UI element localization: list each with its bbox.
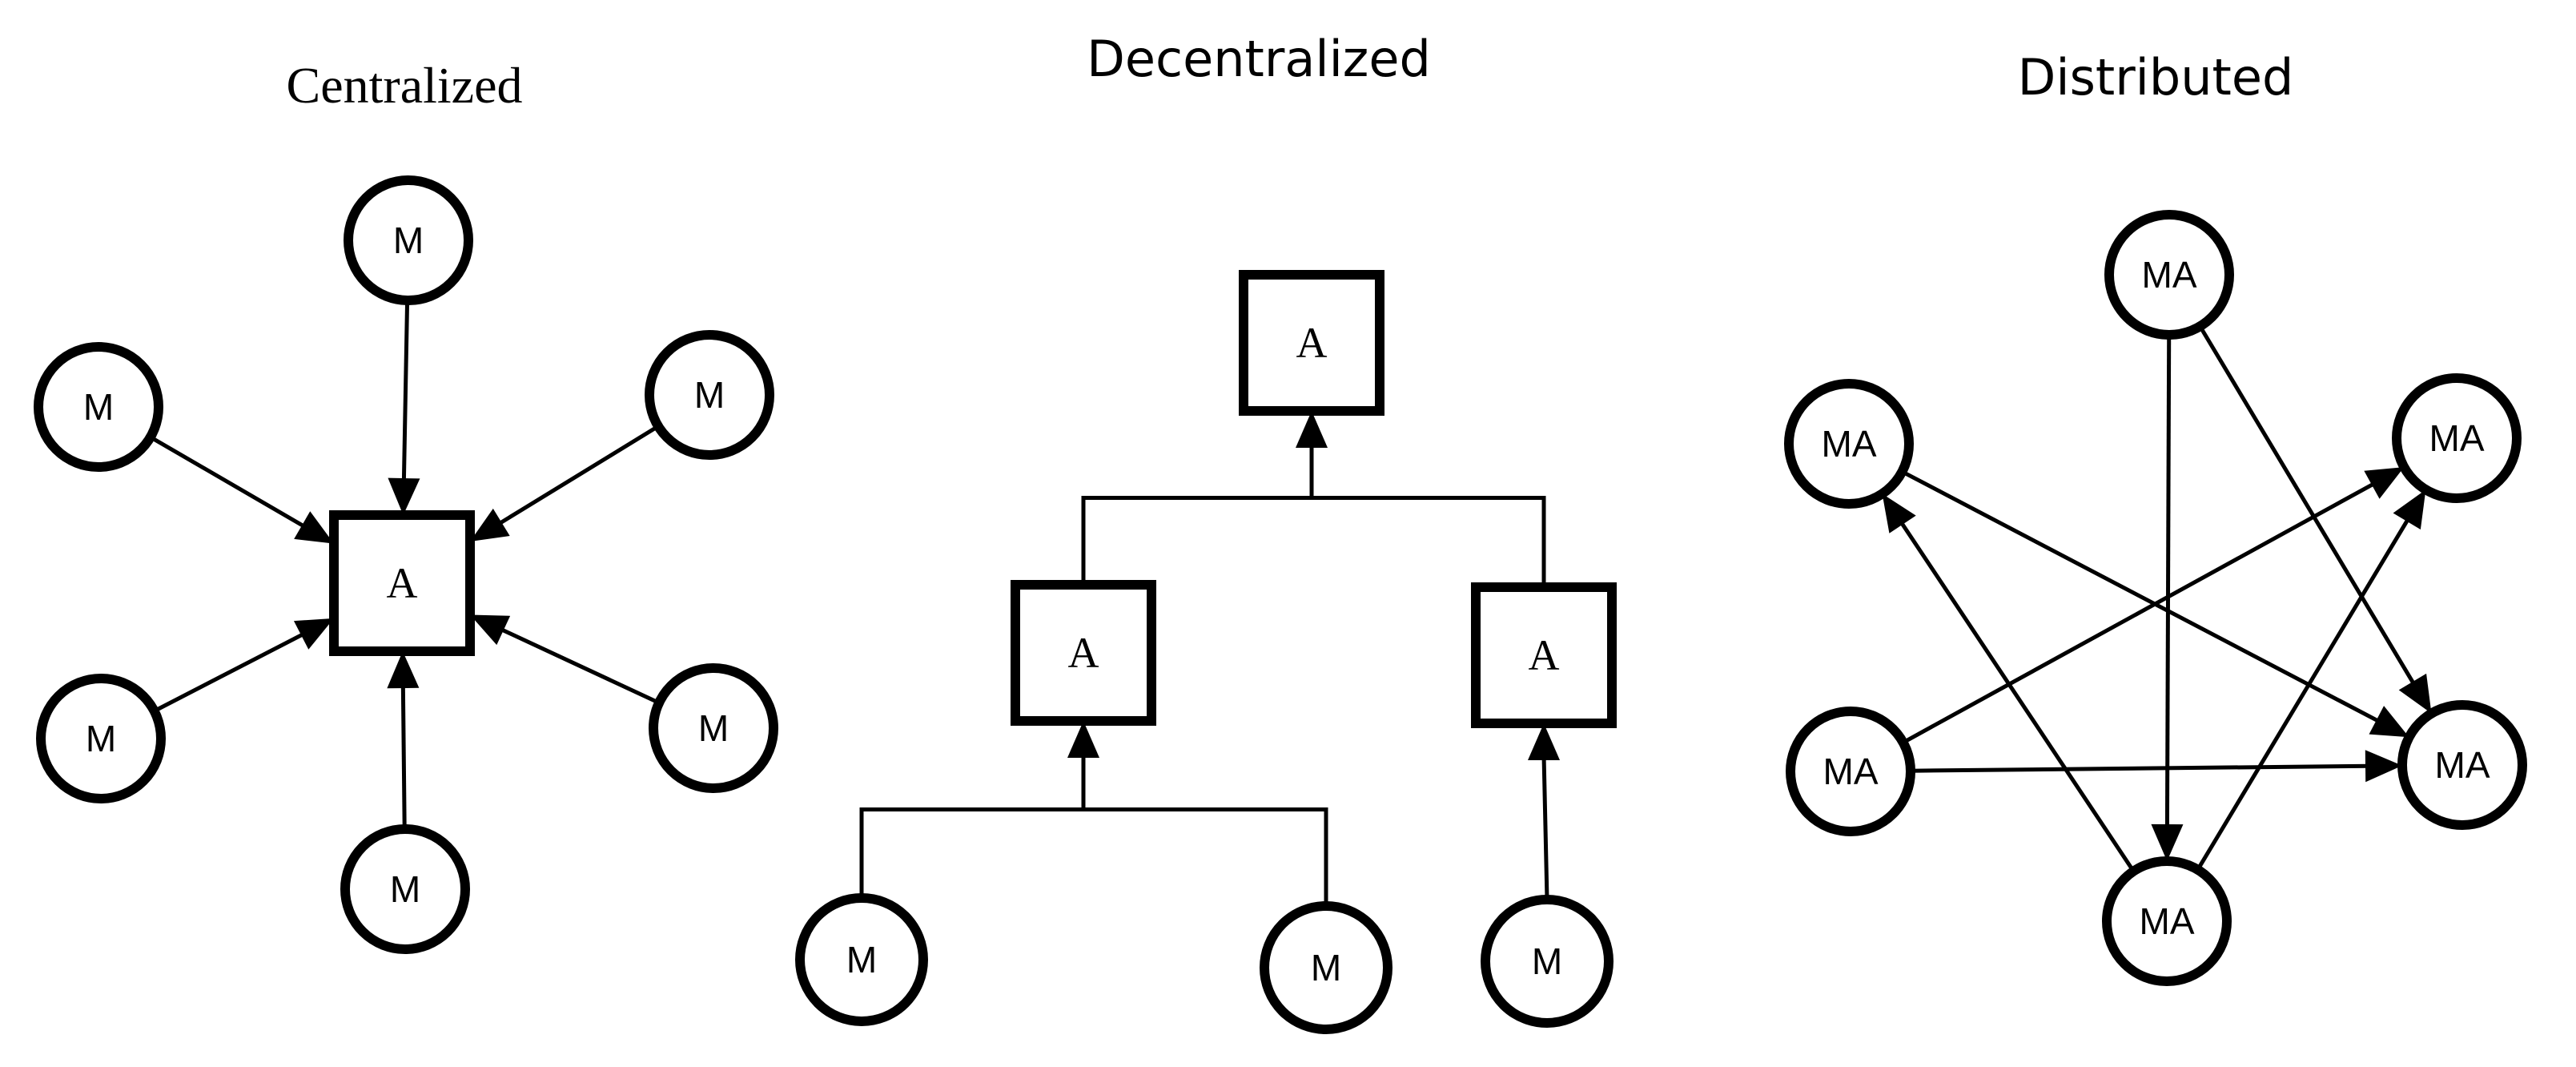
edge-distributed-4-line [1910,763,2371,773]
edge-centralized-1-arrowhead [388,477,420,515]
title-centralized: Centralized [287,57,523,114]
edge-distributed-1-arrowhead [2151,823,2184,862]
centralized-circle-4 [645,330,774,460]
node-distributed-x_ur: MA [2392,373,2522,503]
distributed-label-3: MA [2429,417,2485,459]
edge-decentralized-1-arrowhead [1296,411,1328,448]
node-distributed-x_ul: MA [1784,379,1914,509]
node-centralized-c_m4: M [36,674,166,803]
edge-distributed-4-arrowhead [2365,750,2403,783]
distributed-label-1: MA [2142,254,2197,296]
centralized-circle-6 [649,663,778,793]
node-centralized-c_m5: M [649,663,778,793]
edge-distributed-3-arrowhead [2364,467,2405,499]
distributed-label-5: MA [2435,744,2490,786]
centralized-label-2: M [393,219,424,261]
edge-distributed-2-arrowhead [2398,673,2432,714]
edge-distributed-5-arrowhead [1882,493,1916,534]
edge-distributed-1-line [2164,334,2172,830]
centralized-circle-5 [36,674,166,803]
edge-decentralized-2-bracket [859,807,1328,906]
node-centralized-c_m6: M [340,824,470,954]
edge-decentralized-3-arrowhead [1528,723,1560,760]
node-decentralized-d_right: A [1471,582,1617,728]
edge-centralized-2-arrowhead [294,511,334,544]
edge-distributed-7-line [2196,516,2411,871]
edge-distributed-6-arrowhead [2369,706,2409,738]
node-distributed-x_bot: MA [2102,856,2232,986]
node-decentralized-d_top: A [1239,270,1384,416]
centralized-label-1: A [387,559,418,607]
edges-layer [149,300,2432,906]
decentralized-circle-6 [1481,895,1614,1028]
decentralized-box-2 [1011,580,1156,726]
node-decentralized-d_m2: M [1260,901,1392,1034]
edge-decentralized-1-bracket [1081,496,1546,587]
centralized-label-7: M [390,868,420,910]
distributed-label-2: MA [1822,423,1877,465]
centralized-label-4: M [694,374,725,416]
edge-distributed-5-line [1898,519,2136,872]
distributed-circle-4 [1786,707,1915,836]
edge-distributed-7-arrowhead [2393,489,2426,530]
centralized-label-6: M [698,707,729,749]
edge-centralized-1-line [401,300,410,484]
node-decentralized-d_m1: M [795,893,928,1026]
edge-distributed-3-line [1902,481,2377,745]
node-distributed-x_top: MA [2104,210,2234,340]
edge-centralized-4-arrowhead [293,618,334,650]
decentralized-circle-5 [1260,901,1392,1034]
edge-centralized-3-line [496,425,660,527]
node-centralized-c_m1: M [344,175,473,305]
title-distributed: Distributed [2018,48,2294,107]
decentralized-box-1 [1239,270,1384,416]
distributed-circle-5 [2397,700,2527,830]
decentralized-label-5: M [1311,947,1341,988]
distributed-circle-3 [2392,373,2522,503]
edge-centralized-5-arrowhead [470,614,511,646]
centralized-circle-7 [340,824,470,954]
decentralized-label-3: A [1529,631,1560,679]
edge-centralized-2-line [149,435,307,529]
edge-centralized-4-line [153,630,307,713]
distributed-label-6: MA [2140,900,2195,942]
centralized-circle-2 [344,175,473,305]
distributed-circle-2 [1784,379,1914,509]
node-centralized-c_a: A [329,510,475,656]
node-distributed-x_lr: MA [2397,700,2527,830]
decentralized-label-2: A [1068,629,1099,677]
distributed-label-4: MA [1823,751,1879,792]
node-decentralized-d_left: A [1011,580,1156,726]
edge-decentralized-2-arrowhead [1067,721,1099,758]
node-decentralized-d_m3: M [1481,895,1614,1028]
decentralized-box-3 [1471,582,1617,728]
edge-decentralized-3-stem [1541,755,1549,900]
decentralized-circle-4 [795,893,928,1026]
edge-distributed-2-line [2198,325,2417,687]
distributed-circle-1 [2104,210,2234,340]
decentralized-label-4: M [846,939,877,980]
centralized-circle-3 [34,342,163,472]
centralized-label-5: M [86,718,116,759]
edge-centralized-3-arrowhead [470,508,510,542]
node-centralized-c_m2: M [34,342,163,472]
edge-distributed-6-line [1901,469,2382,724]
distributed-circle-6 [2102,856,2232,986]
centralized-label-3: M [83,386,114,428]
edge-centralized-6-arrowhead [387,651,420,689]
title-decentralized: Decentralized [1087,30,1431,88]
edge-centralized-5-line [498,626,661,705]
node-distributed-x_ll: MA [1786,707,1915,836]
edge-centralized-6-line [400,682,407,830]
decentralized-label-6: M [1532,940,1562,982]
node-centralized-c_m3: M [645,330,774,460]
centralized-box-1 [329,510,475,656]
decentralized-label-1: A [1296,319,1328,367]
